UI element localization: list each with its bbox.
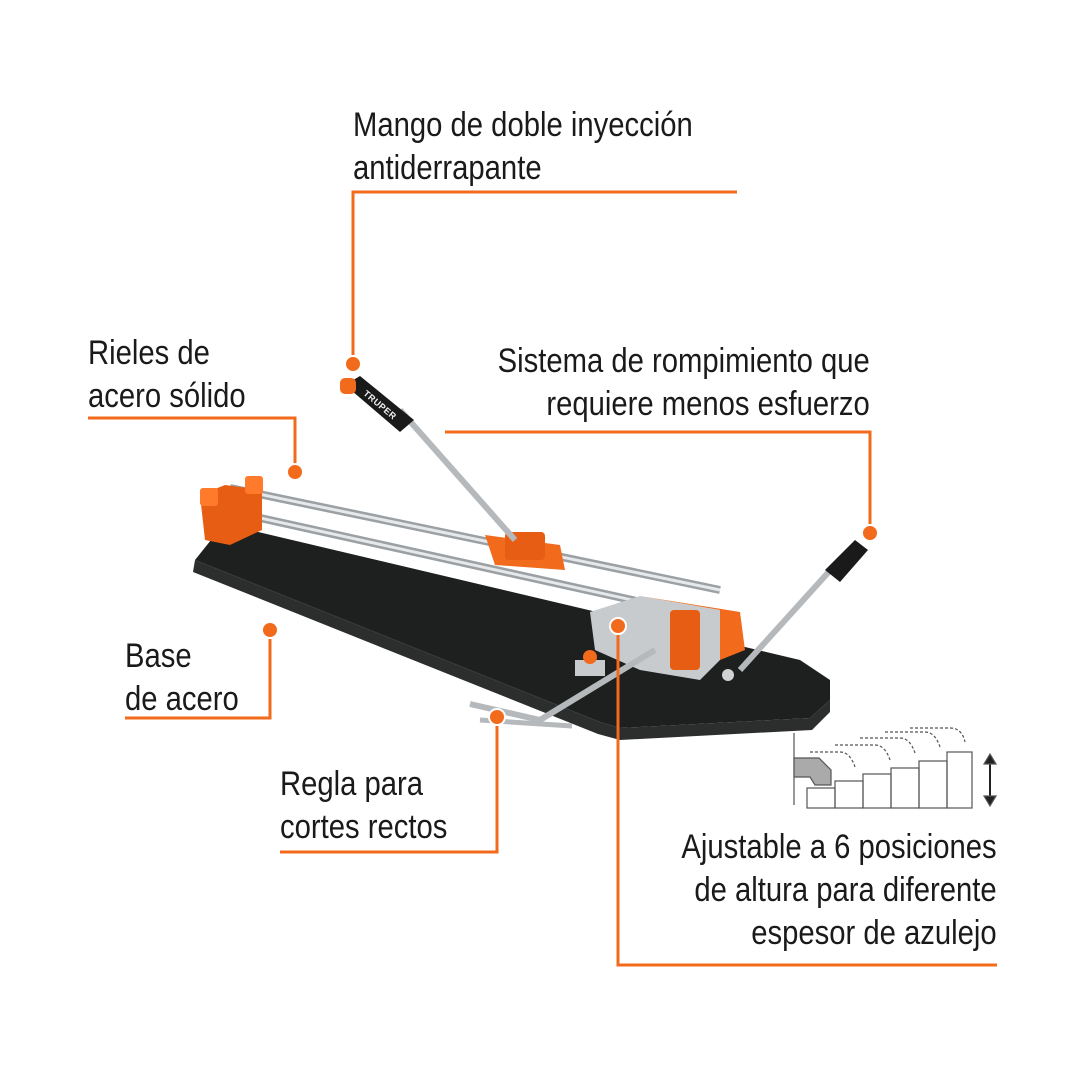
callout-height: Ajustable a 6 posiciones de altura para … bbox=[682, 826, 997, 955]
steel-rails bbox=[214, 484, 721, 619]
callout-dot-handle bbox=[344, 355, 362, 373]
callout-rails-line1: Rieles de bbox=[88, 334, 210, 372]
callout-height-line3: espesor de azulejo bbox=[751, 914, 997, 952]
callout-breaking-line1: Sistema de rompimiento que bbox=[497, 342, 870, 380]
height-adjustment-icon bbox=[793, 727, 998, 809]
callout-dot-rails bbox=[286, 463, 304, 481]
callout-ruler: Regla para cortes rectos bbox=[280, 763, 447, 849]
callout-breaking-line2: requiere menos esfuerzo bbox=[546, 385, 870, 423]
cutting-carriage bbox=[485, 532, 565, 570]
callout-ruler-line2: cortes rectos bbox=[280, 808, 448, 846]
callout-height-line2: de altura para diferente bbox=[694, 871, 997, 909]
callout-handle: Mango de doble inyección antiderrapante bbox=[353, 104, 693, 190]
callout-base-line2: de acero bbox=[125, 680, 239, 718]
callout-ruler-line1: Regla para bbox=[280, 765, 424, 803]
callout-dot-ruler bbox=[488, 708, 506, 726]
callout-dot-breaking bbox=[861, 524, 879, 542]
callout-base: Base de acero bbox=[125, 635, 239, 721]
callout-handle-line1: Mango de doble inyección bbox=[353, 106, 693, 144]
callout-base-line1: Base bbox=[125, 637, 192, 675]
callout-lines bbox=[88, 190, 997, 967]
callout-breaking: Sistema de rompimiento que requiere meno… bbox=[498, 340, 870, 426]
steel-base bbox=[193, 530, 830, 740]
callout-rails-line2: acero sólido bbox=[88, 377, 246, 415]
rear-support bbox=[200, 476, 263, 545]
callout-handle-line2: antiderrapante bbox=[353, 149, 542, 187]
callout-dot-base bbox=[261, 621, 279, 639]
callout-height-line1: Ajustable a 6 posiciones bbox=[681, 828, 997, 866]
callout-rails: Rieles de acero sólido bbox=[88, 332, 246, 418]
callout-dot-height bbox=[609, 617, 627, 635]
handle-lever bbox=[340, 376, 518, 542]
breaking-unit bbox=[590, 540, 868, 681]
